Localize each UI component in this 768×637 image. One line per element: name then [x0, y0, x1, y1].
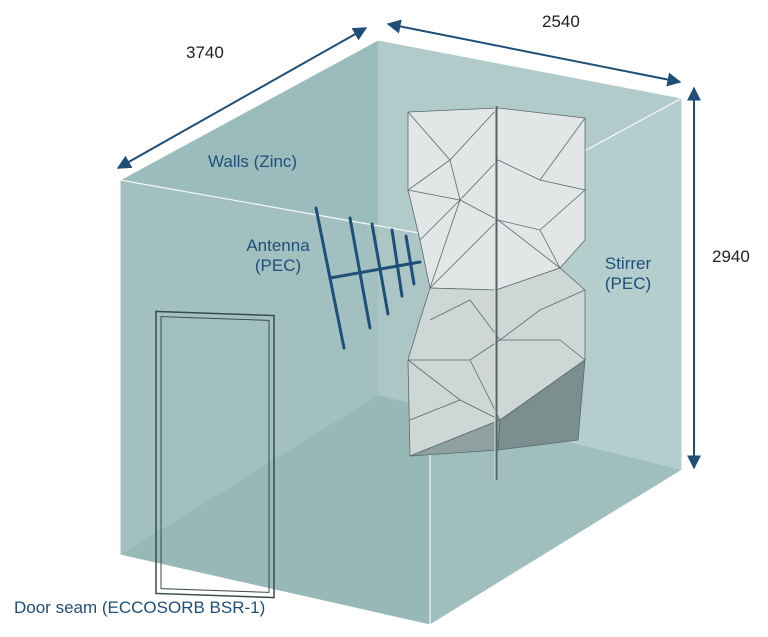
- depth-dimension-label: 3740: [186, 43, 224, 62]
- front-wall: [120, 180, 430, 625]
- antenna-label-line2: (PEC): [254, 256, 302, 275]
- height-dimension-label: 2940: [712, 247, 750, 266]
- stirrer-label-line2: (PEC): [604, 274, 652, 293]
- stirrer-label: Stirrer (PEC): [596, 254, 660, 294]
- antenna-label: Antenna (PEC): [238, 236, 318, 276]
- antenna-label-line1: Antenna: [246, 236, 310, 255]
- stirrer-label-line1: Stirrer: [604, 254, 652, 273]
- width-dimension-label: 2540: [542, 12, 580, 31]
- depth-arrow: [116, 27, 368, 169]
- walls-label: Walls (Zinc): [208, 152, 298, 171]
- antenna: [314, 206, 422, 350]
- width-arrow: [386, 19, 682, 87]
- door: [155, 310, 275, 599]
- door-seam-label: Door seam (ECCOSORB BSR-1): [14, 598, 266, 617]
- chamber-box: [119, 39, 684, 626]
